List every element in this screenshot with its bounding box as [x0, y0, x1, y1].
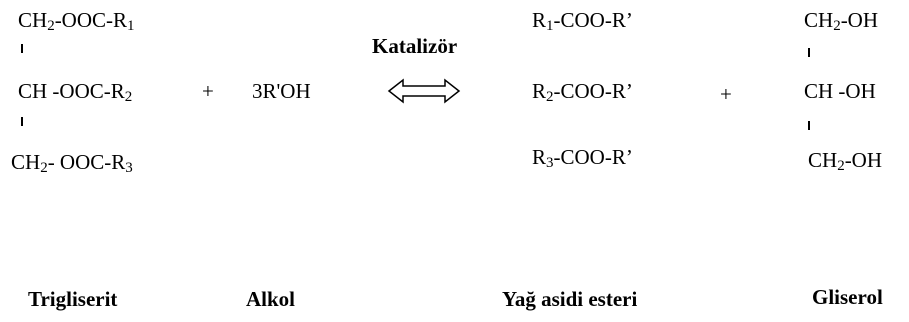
triglyceride-line-2: CH -OOC-R2	[18, 79, 133, 105]
alcohol-formula: 3R'OH	[252, 79, 311, 103]
triglyceride-line-3: CH2- OOC-R3	[11, 150, 133, 176]
label-glycerol: Gliserol	[812, 285, 883, 309]
bond-1	[21, 44, 23, 53]
triglyceride-line-1: CH2-OOC-R1	[18, 8, 135, 34]
equilibrium-arrow-icon	[387, 78, 461, 104]
plus-sign-2: +	[720, 82, 732, 106]
label-triglyceride: Trigliserit	[28, 287, 118, 311]
ester-line-1: R1-COO-R’	[532, 8, 633, 34]
ester-line-2: R2-COO-R’	[532, 79, 633, 105]
label-alcohol: Alkol	[246, 287, 296, 311]
catalyst-label: Katalizör	[372, 34, 458, 58]
bond-2	[21, 117, 23, 126]
ester-line-3: R3-COO-R’	[532, 145, 633, 171]
glycerol-line-1: CH2-OH	[804, 8, 879, 34]
bond-4	[808, 121, 810, 130]
label-ester: Yağ asidi esteri	[502, 287, 638, 311]
plus-sign-1: +	[202, 79, 214, 103]
glycerol-line-2: CH -OH	[804, 79, 876, 103]
glycerol-line-3: CH2-OH	[808, 148, 883, 174]
bond-3	[808, 48, 810, 57]
